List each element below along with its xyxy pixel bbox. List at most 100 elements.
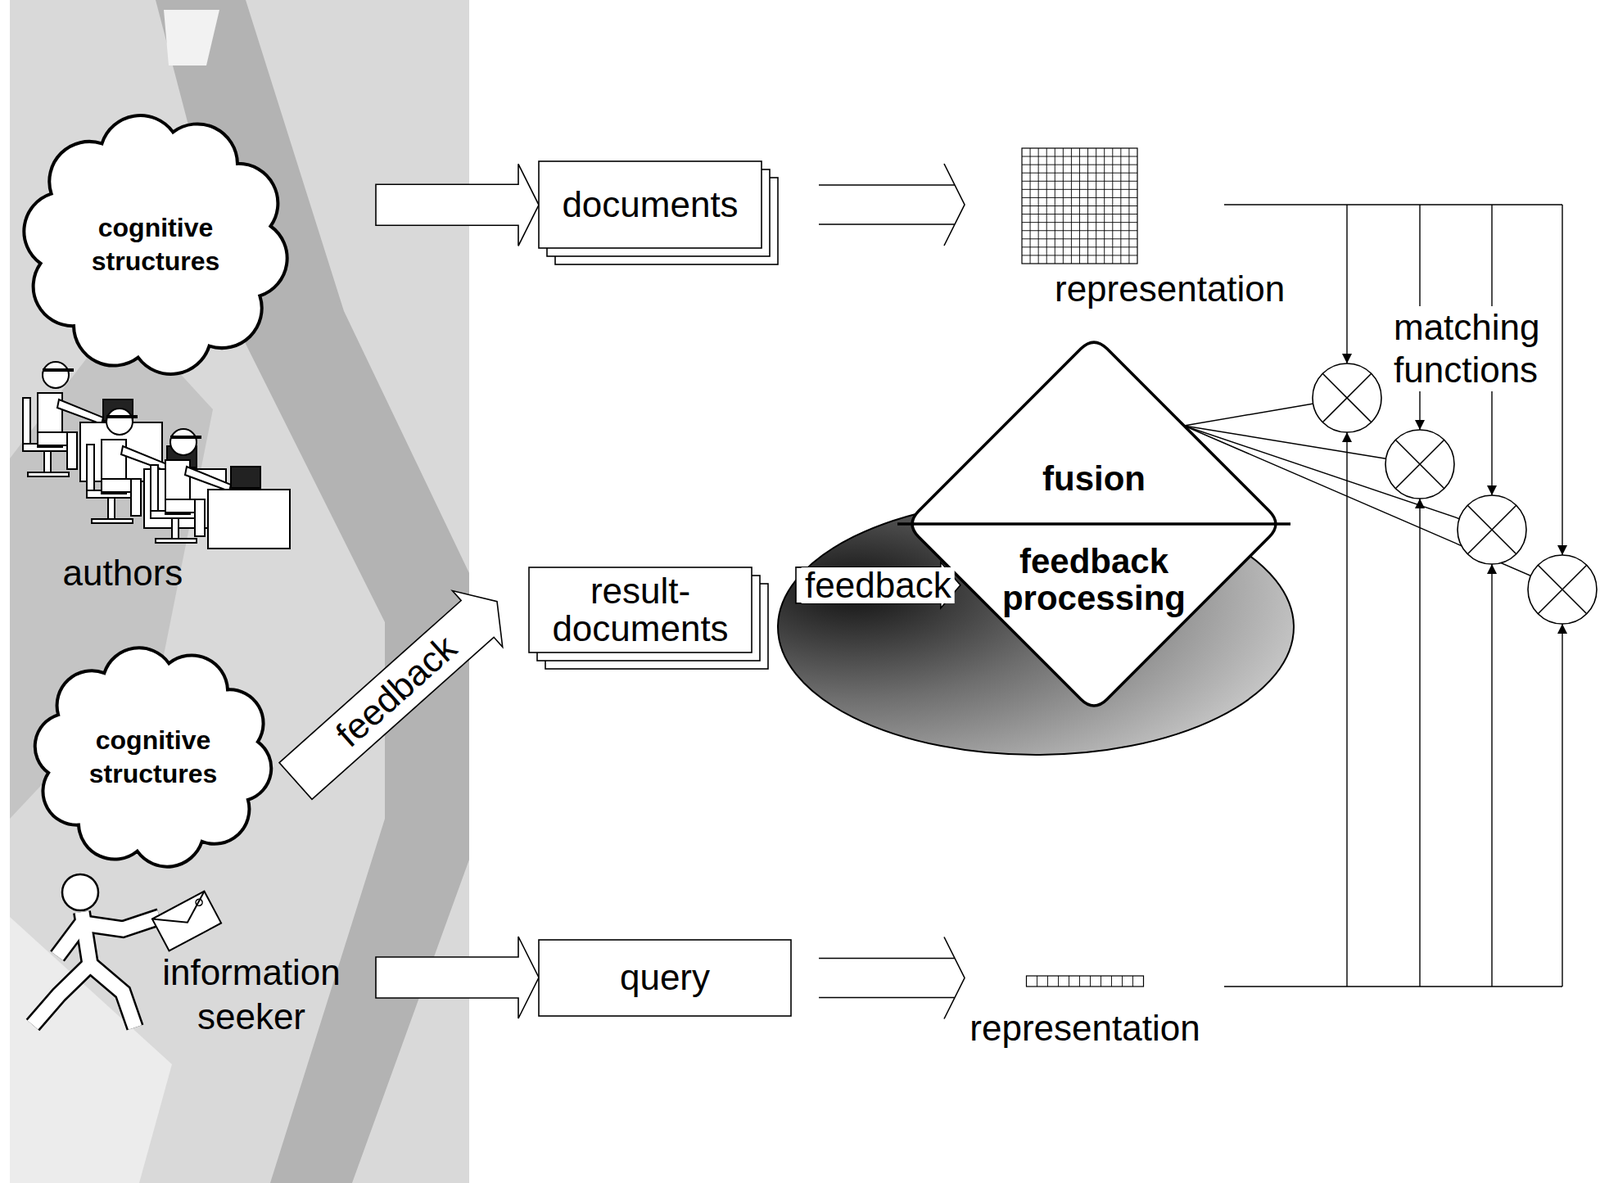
matching-operators: [1312, 363, 1597, 624]
diamond-outline: [905, 335, 1283, 713]
cap: [170, 435, 202, 439]
node-text: cognitive structures: [81, 211, 230, 279]
leg: [32, 964, 91, 1026]
vector-line: [1036, 976, 1038, 987]
chair-back: [150, 465, 159, 516]
operator-cross: [1537, 564, 1587, 615]
match-operator: [1457, 495, 1527, 565]
seeker-figure: [32, 874, 222, 1028]
bus-rise: [1419, 498, 1420, 987]
node-text: cognitive structures: [79, 723, 227, 791]
operator-cross: [1322, 373, 1372, 423]
author-person: [150, 429, 290, 549]
block-arrow: [279, 591, 503, 800]
matrix-line: [1087, 148, 1089, 264]
box-shape: [538, 940, 791, 1017]
actor-label-holder: authors: [53, 555, 193, 592]
match-operator: [1312, 363, 1382, 433]
leg: [90, 964, 136, 1028]
node-text: feedback processing: [991, 542, 1197, 617]
arm: [185, 466, 231, 492]
vector-line: [1121, 976, 1123, 987]
matrix-line: [1095, 148, 1097, 264]
chair-base: [155, 538, 197, 543]
operator-cross: [1395, 439, 1445, 489]
matrix-line: [1021, 230, 1138, 231]
node-text: fusion: [1042, 458, 1146, 500]
arm: [57, 399, 104, 425]
component-label: matching functions: [1390, 306, 1551, 392]
shin: [131, 479, 141, 516]
figure-fill: [32, 912, 160, 1028]
seeker-query-arrow: [375, 936, 539, 1019]
result-stack: result- documents: [528, 567, 752, 653]
monitor: [230, 466, 261, 489]
matrix-grid: [1021, 148, 1138, 264]
vector-frame: [1026, 976, 1144, 987]
matrix-line: [1021, 213, 1138, 215]
bus-rise: [1346, 432, 1347, 987]
chair-leg: [44, 451, 51, 475]
matrix-frame: [1021, 148, 1138, 264]
operator-circle: [1527, 555, 1597, 624]
envelope-flap: [152, 891, 214, 937]
cloud-outline: [20, 638, 286, 877]
representation-vector: representation: [966, 976, 1204, 1058]
fusion-diamond: fusion feedback processing: [905, 335, 1283, 713]
authors-figure: [22, 361, 290, 549]
desk: [207, 489, 290, 549]
vector-strip: [1026, 976, 1144, 987]
head: [62, 874, 99, 911]
shin: [67, 432, 77, 470]
operator-circle: [1312, 363, 1382, 433]
matrix-line: [1021, 221, 1138, 223]
match-operator: [1527, 555, 1597, 624]
cap: [106, 415, 138, 419]
cloud-outline: [9, 102, 302, 388]
edge-label-holder: feedback: [801, 567, 955, 604]
matrix-line: [1021, 238, 1138, 240]
operator-circle: [1457, 495, 1527, 565]
matrix-line: [1103, 148, 1105, 264]
representation-matrix: representation: [1021, 148, 1293, 312]
node-text: representation: [1054, 269, 1285, 309]
arm: [57, 923, 82, 957]
shin: [194, 499, 205, 537]
query-box: query: [538, 940, 791, 1017]
bus-drop: [1561, 204, 1563, 556]
figure-outline: [32, 912, 160, 1028]
document-sheet: [538, 161, 762, 249]
actor-label: authors: [53, 555, 193, 592]
cognitive-cloud: cognitive structures: [20, 638, 286, 877]
vector-line: [1079, 976, 1081, 987]
vector-line: [1111, 976, 1112, 987]
vector-line: [1068, 976, 1070, 987]
document-bus: [1224, 203, 1563, 205]
document-sheet: [528, 567, 752, 653]
chair-leg: [171, 518, 179, 540]
vector-line: [1057, 976, 1059, 987]
node-text: result- documents: [528, 572, 752, 648]
actor-label: information seeker: [157, 950, 346, 1040]
operator-cross: [1537, 564, 1587, 615]
edge-label: feedback: [801, 567, 955, 604]
operator-cross: [1467, 505, 1517, 555]
arm: [83, 917, 160, 930]
component-label-holder: matching functions: [1390, 306, 1551, 392]
leg: [90, 964, 136, 1028]
edge-label-holder: feedback: [327, 627, 466, 756]
vector-line: [1100, 976, 1102, 987]
cloud-shape: [35, 647, 272, 867]
arm: [121, 446, 168, 471]
cloud-shape: [23, 115, 287, 375]
operator-cross: [1395, 439, 1445, 489]
double-line-arrow: [818, 937, 965, 1020]
bus-rise: [1561, 623, 1563, 987]
fusion-wire: [1184, 425, 1420, 465]
node-text: query: [619, 958, 710, 998]
cognitive-cloud: cognitive structures: [9, 102, 302, 388]
chair-back: [22, 397, 31, 449]
actor-label-holder: information seeker: [157, 950, 346, 1040]
cap: [42, 368, 74, 372]
